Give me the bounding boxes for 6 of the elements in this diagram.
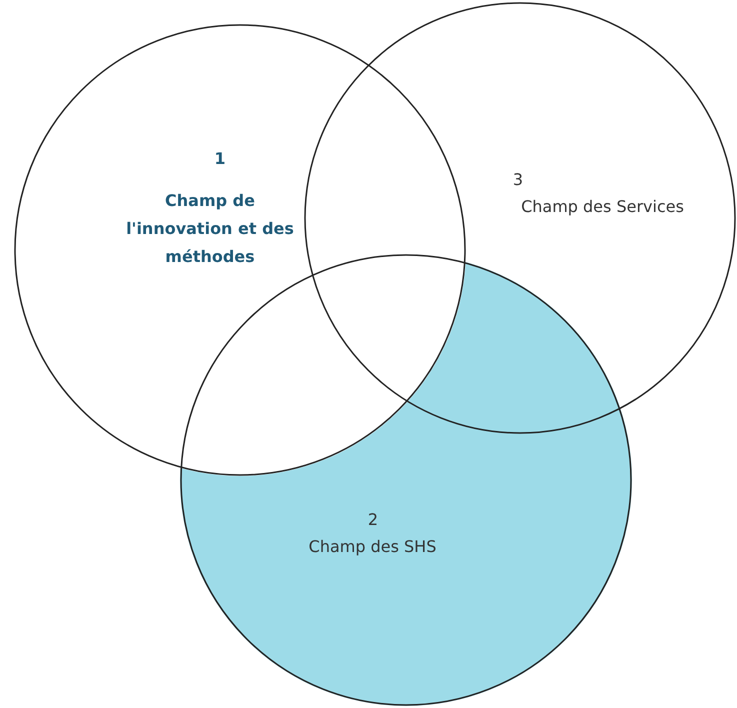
circle-number: 3 [512, 169, 524, 191]
circle-label: Champ des SHS [308, 536, 438, 558]
circle-number: 2 [366, 509, 380, 531]
circle-label: Champ de l'innovation et des méthodes [125, 190, 295, 268]
circle-label: Champ des Services [520, 196, 685, 218]
circle-number: 1 [213, 148, 227, 170]
